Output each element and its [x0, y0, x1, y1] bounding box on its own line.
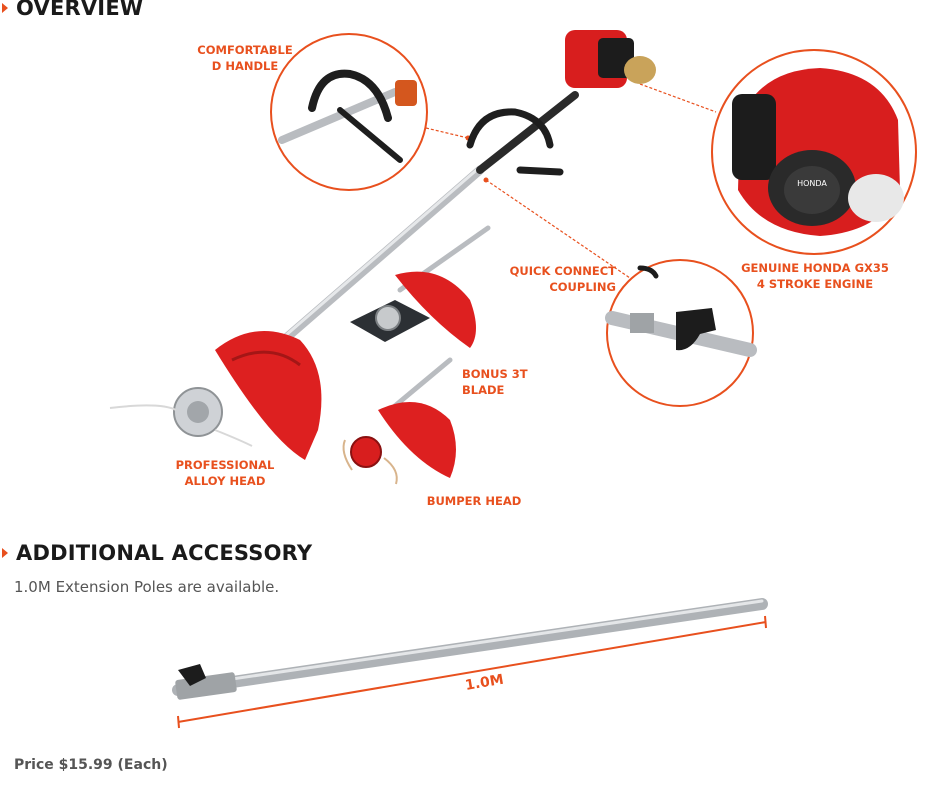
main-engine [565, 30, 656, 88]
leader-engine [639, 83, 717, 113]
callout-d-handle-line2: D HANDLE [211, 59, 279, 73]
leader-coupling-dot [483, 177, 489, 183]
callout-d-handle: COMFORTABLE D HANDLE [196, 42, 294, 74]
callout-d-handle-line1: COMFORTABLE [197, 43, 293, 57]
coupling-detail-circle [605, 259, 757, 407]
accessory-description: 1.0M Extension Poles are available. [14, 578, 280, 596]
main-d-handle [466, 108, 564, 176]
dimension-line [177, 615, 767, 729]
handle-detail-circle [270, 33, 428, 191]
callout-engine-line1: GENUINE HONDA GX35 [741, 261, 889, 275]
callout-engine-line2: 4 STROKE ENGINE [756, 277, 874, 291]
callout-blade-text: BONUS 3T BLADE [462, 367, 528, 397]
callout-alloy-head: PROFESSIONAL ALLOY HEAD [172, 457, 278, 489]
callout-bumper-head: BUMPER HEAD [422, 493, 526, 509]
callout-bumper-head-text: BUMPER HEAD [426, 494, 522, 508]
bullet-triangle-icon [2, 3, 8, 13]
callout-alloy-head-line1: PROFESSIONAL [175, 458, 275, 472]
main-shaft [250, 165, 485, 370]
engine-detail-circle: HONDA [711, 49, 917, 255]
engine-badge: HONDA [797, 179, 827, 188]
extension-pole [172, 598, 768, 700]
callout-blade: BONUS 3T BLADE [462, 366, 572, 398]
leader-coupling [485, 179, 631, 279]
callout-coupling-line2: COUPLING [549, 280, 616, 294]
callout-coupling-line1: QUICK CONNECT [509, 264, 616, 278]
overview-title: OVERVIEW [16, 0, 144, 20]
bumper-attachment [342, 357, 456, 485]
alloy-head [109, 387, 253, 447]
blade-attachment [350, 225, 491, 348]
callout-alloy-head-line2: ALLOY HEAD [184, 474, 266, 488]
callout-engine: GENUINE HONDA GX35 4 STROKE ENGINE [740, 260, 890, 292]
upper-shaft [476, 91, 579, 174]
callout-coupling: QUICK CONNECT COUPLING [508, 263, 616, 295]
accessory-heading: ADDITIONAL ACCESSORY [0, 541, 312, 565]
leader-handle [425, 127, 469, 139]
bullet-triangle-icon [2, 548, 8, 558]
dimension-label: 1.0M [464, 672, 505, 694]
main-guard [215, 331, 322, 460]
price-text: Price $15.99 (Each) [14, 757, 168, 773]
accessory-title: ADDITIONAL ACCESSORY [16, 541, 313, 565]
overview-heading: OVERVIEW [0, 0, 143, 20]
